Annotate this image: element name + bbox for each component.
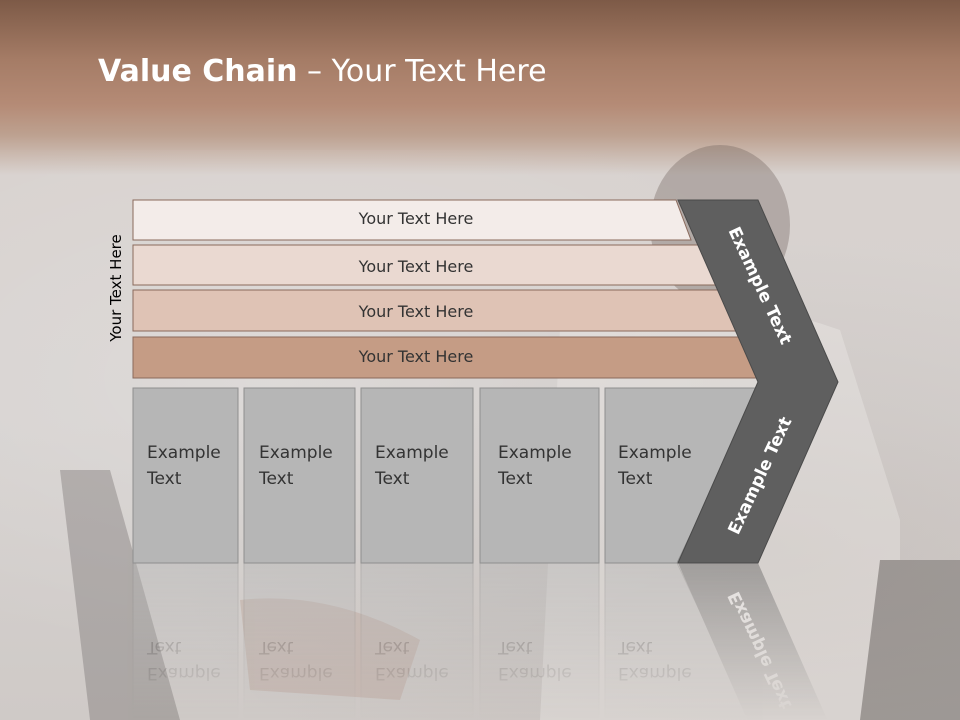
cell-4-line1: Example	[498, 443, 572, 463]
cell-5-line2: Text	[617, 469, 653, 489]
cell-1	[132, 387, 239, 564]
cell-4	[479, 387, 600, 564]
cell-2-line1: Example	[259, 443, 333, 463]
svg-text:Text: Text	[258, 637, 294, 657]
svg-text:Text: Text	[374, 637, 410, 657]
svg-text:Example: Example	[375, 663, 449, 683]
cell-4-line2: Text	[497, 469, 533, 489]
cell-3-line2: Text	[374, 469, 410, 489]
chevron-arrow	[677, 199, 839, 564]
slide-title-bold: Value Chain	[98, 54, 298, 89]
svg-text:Example: Example	[147, 663, 221, 683]
cell-3-line1: Example	[375, 443, 449, 463]
svg-text:Text: Text	[146, 637, 182, 657]
row-label-1: Your Text Here	[358, 209, 474, 228]
cell-2-line2: Text	[258, 469, 294, 489]
row-label-2: Your Text Here	[358, 257, 474, 276]
svg-text:Example: Example	[618, 663, 692, 683]
slide-title-rest: – Your Text Here	[297, 54, 547, 89]
svg-text:Text: Text	[497, 637, 533, 657]
row-shape-1	[132, 199, 692, 241]
row-label-3: Your Text Here	[358, 302, 474, 321]
cell-1-line2: Text	[146, 469, 182, 489]
diagram-reflection: Example Text Example Text Example Text E…	[132, 562, 828, 720]
row-label-4: Your Text Here	[358, 347, 474, 366]
cell-2	[243, 387, 356, 564]
cell-3	[360, 387, 474, 564]
cell-1-line1: Example	[147, 443, 221, 463]
svg-text:Example: Example	[498, 663, 572, 683]
cell-5-line1: Example	[618, 443, 692, 463]
svg-text:Example: Example	[259, 663, 333, 683]
slide-title: Value Chain – Your Text Here	[98, 54, 547, 89]
svg-text:Text: Text	[617, 637, 653, 657]
